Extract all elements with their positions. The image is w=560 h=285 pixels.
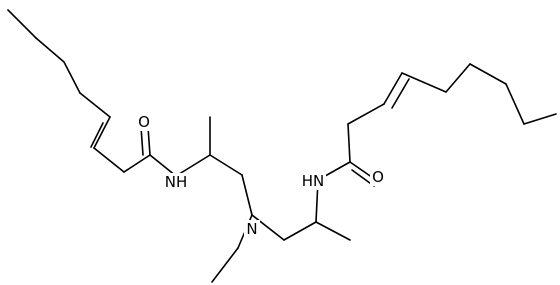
bond xyxy=(123,154,151,173)
svg-text:NH: NH xyxy=(165,173,188,191)
bond xyxy=(63,61,81,94)
bond xyxy=(523,113,557,125)
bond xyxy=(469,63,507,85)
svg-text:O: O xyxy=(372,168,384,186)
bond xyxy=(79,92,111,118)
svg-text:HN: HN xyxy=(302,172,325,190)
bond xyxy=(401,72,447,93)
bond xyxy=(93,116,111,149)
bond xyxy=(251,214,285,241)
atom-oxygen-right: O xyxy=(370,168,386,186)
atom-hn-right: HN xyxy=(300,172,326,190)
bond xyxy=(347,123,351,163)
atom-nitrogen-center: N xyxy=(244,220,260,238)
bond xyxy=(35,37,65,63)
bond xyxy=(315,221,351,241)
bond xyxy=(7,9,37,39)
bond xyxy=(209,154,243,176)
svg-text:N: N xyxy=(246,220,257,238)
bond xyxy=(147,126,151,156)
double-bond-inner xyxy=(140,126,144,156)
double-bond-inner xyxy=(391,78,410,109)
bond xyxy=(347,103,385,125)
bond xyxy=(383,72,403,105)
double-bond-inner xyxy=(90,122,104,148)
bond xyxy=(149,154,177,177)
bond xyxy=(93,147,125,173)
atom-nh-left: NH xyxy=(163,173,189,191)
bond xyxy=(211,247,239,283)
bond xyxy=(445,63,471,93)
atom-oxygen-left: O xyxy=(136,113,152,131)
svg-text:O: O xyxy=(138,113,150,131)
bond xyxy=(283,221,317,241)
bond xyxy=(505,83,525,125)
bond xyxy=(241,174,253,216)
bond xyxy=(175,154,211,177)
